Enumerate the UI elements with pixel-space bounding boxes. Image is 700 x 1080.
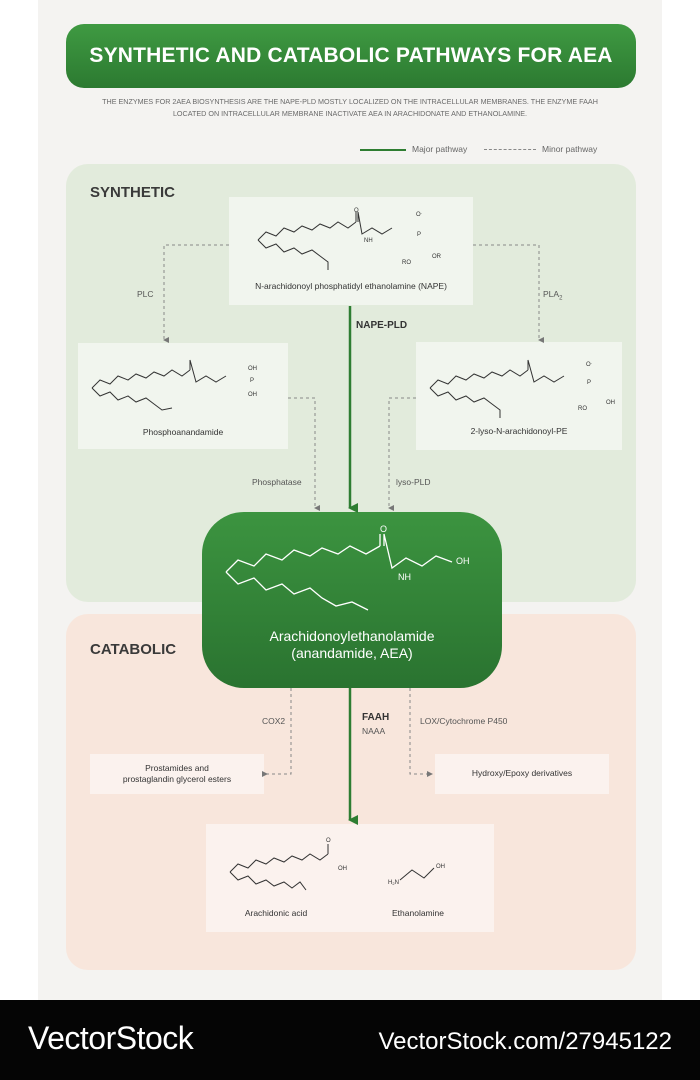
enzyme-naaa: NAAA bbox=[362, 726, 386, 736]
nape-o-letter: O bbox=[416, 212, 421, 218]
aea-atom-o: O bbox=[380, 524, 387, 534]
lyso-atom-p: P bbox=[587, 380, 591, 386]
aea-atom-nh: NH bbox=[398, 572, 411, 582]
enzyme-faah: FAAH bbox=[362, 712, 390, 723]
aea-node: Arachidonoylethanolamide (anandamide, AE… bbox=[202, 512, 502, 688]
lyso-pe-box: 2-lyso-N-arachidonoyl-PE bbox=[416, 342, 622, 450]
lyso-pe-structure bbox=[429, 359, 565, 418]
nape-atom-o-minus: O- bbox=[416, 210, 423, 218]
enzyme-pla2-subscript: 2 bbox=[559, 295, 563, 302]
lyso-atom-o-minus: O- bbox=[586, 360, 593, 368]
arrow-plc bbox=[163, 244, 229, 343]
phospho-atom-oh-bottom: OH bbox=[248, 392, 257, 398]
nape-minus-sign: - bbox=[421, 210, 423, 215]
nape-box: N-arachidonoyl phosphatidyl ethanolamine… bbox=[229, 197, 473, 305]
ethanolamine-atom-h2n: H2N bbox=[388, 880, 399, 886]
phospho-atom-oh-top: OH bbox=[248, 366, 257, 372]
products-box: Arachidonic acid Ethanolamine bbox=[206, 824, 494, 932]
phosphoanandamide-label: Phosphoanandamide bbox=[142, 427, 224, 437]
enzyme-cox2: COX2 bbox=[262, 716, 286, 726]
aea-h-letter: H bbox=[405, 572, 412, 582]
phospho-atom-p: P bbox=[250, 378, 254, 384]
enzyme-phosphatase: Phosphatase bbox=[252, 477, 302, 487]
arrow-cox2 bbox=[262, 688, 292, 777]
prostamides-box: Prostamides and prostaglandin glycerol e… bbox=[90, 754, 264, 794]
nape-atom-n: NH bbox=[364, 238, 373, 244]
prostamides-line-2: prostaglandin glycerol esters bbox=[122, 774, 232, 784]
aea-n-letter: N bbox=[398, 572, 405, 582]
nape-atom-o: O bbox=[354, 208, 359, 214]
aea-abbreviation: (anandamide, AEA) bbox=[291, 645, 413, 661]
pathway-diagram: O NH O- P OR RO OH P OH O- P OH RO O NH … bbox=[91, 208, 615, 891]
ethanolamine-atom-oh: OH bbox=[436, 864, 445, 870]
enzyme-pla2-text: PLA bbox=[543, 289, 560, 299]
lyso-pe-label: 2-lyso-N-arachidonoyl-PE bbox=[470, 426, 568, 436]
eth-two: 2 bbox=[392, 881, 395, 886]
lyso-atom-oh: OH bbox=[606, 400, 615, 406]
enzyme-lyso-pld: lyso-PLD bbox=[396, 477, 431, 487]
hydroxy-label: Hydroxy/Epoxy derivatives bbox=[471, 768, 573, 778]
title-text: SYNTHETIC AND CATABOLIC PATHWAYS FOR AEA bbox=[89, 44, 613, 67]
eth-h-letter: H bbox=[388, 880, 392, 886]
enzyme-nape-pld: NAPE-PLD bbox=[356, 320, 408, 331]
synthetic-label: SYNTHETIC bbox=[90, 184, 176, 201]
legend-minor-label: Minor pathway bbox=[542, 144, 598, 154]
hydroxy-box: Hydroxy/Epoxy derivatives bbox=[435, 754, 609, 794]
lyso-minus-sign: - bbox=[591, 360, 593, 365]
aea-name: Arachidonoylethanolamide bbox=[269, 628, 435, 644]
nape-atom-h-letter: H bbox=[368, 238, 372, 244]
arrow-phosphatase bbox=[288, 397, 320, 511]
page-title: SYNTHETIC AND CATABOLIC PATHWAYS FOR AEA bbox=[66, 24, 636, 88]
lyso-atom-ro: RO bbox=[578, 406, 587, 412]
arrow-lox bbox=[409, 688, 433, 777]
legend-minor: Minor pathway bbox=[484, 144, 597, 158]
nape-structure bbox=[257, 211, 393, 270]
arachidonic-acid-structure bbox=[229, 844, 329, 891]
subtitle: THE ENZYMES FOR 2AEA BIOSYNTHESIS ARE TH… bbox=[102, 97, 598, 118]
footer-brand: VectorStock bbox=[28, 1020, 194, 1056]
arachidonic-acid-label: Arachidonic acid bbox=[244, 908, 308, 918]
footer-image-id: VectorStock.com/27945122 bbox=[378, 1028, 672, 1055]
prostamides-line-1: Prostamides and bbox=[145, 763, 209, 773]
catabolic-label: CATABOLIC bbox=[90, 641, 177, 658]
arrow-pla2 bbox=[473, 244, 544, 343]
lyso-o-letter: O bbox=[586, 362, 591, 368]
enzyme-plc: PLC bbox=[137, 289, 154, 299]
major-line-swatch bbox=[360, 148, 406, 151]
minor-line-swatch bbox=[484, 149, 536, 151]
ethanolamine-structure bbox=[399, 867, 435, 881]
legend-major-label: Major pathway bbox=[412, 144, 468, 154]
phosphoanandamide-structure bbox=[91, 359, 227, 411]
nape-atom-n-letter: N bbox=[364, 238, 368, 244]
nape-atom-or: OR bbox=[432, 254, 442, 260]
nape-atom-p: P bbox=[417, 232, 421, 238]
acid-atom-oh: OH bbox=[338, 866, 347, 872]
eth-n-letter: N bbox=[395, 880, 399, 886]
aea-atom-oh: OH bbox=[456, 556, 470, 566]
enzyme-pla2: PLA2 bbox=[543, 289, 562, 302]
arrow-lyso-pld bbox=[388, 397, 416, 511]
nape-label: N-arachidonoyl phosphatidyl ethanolamine… bbox=[255, 281, 447, 291]
nape-atom-ro: RO bbox=[402, 260, 411, 266]
aea-label: Arachidonoylethanolamide (anandamide, AE… bbox=[202, 628, 502, 662]
phosphoanandamide-box: Phosphoanandamide bbox=[78, 343, 288, 449]
acid-atom-o: O bbox=[326, 838, 331, 844]
aea-structure bbox=[225, 533, 453, 611]
footer-bar: VectorStock VectorStock.com/27945122 bbox=[0, 1000, 700, 1080]
ethanolamine-label: Ethanolamine bbox=[392, 908, 444, 918]
enzyme-lox-p450: LOX/Cytochrome P450 bbox=[420, 716, 508, 726]
legend-major: Major pathway bbox=[360, 144, 467, 158]
